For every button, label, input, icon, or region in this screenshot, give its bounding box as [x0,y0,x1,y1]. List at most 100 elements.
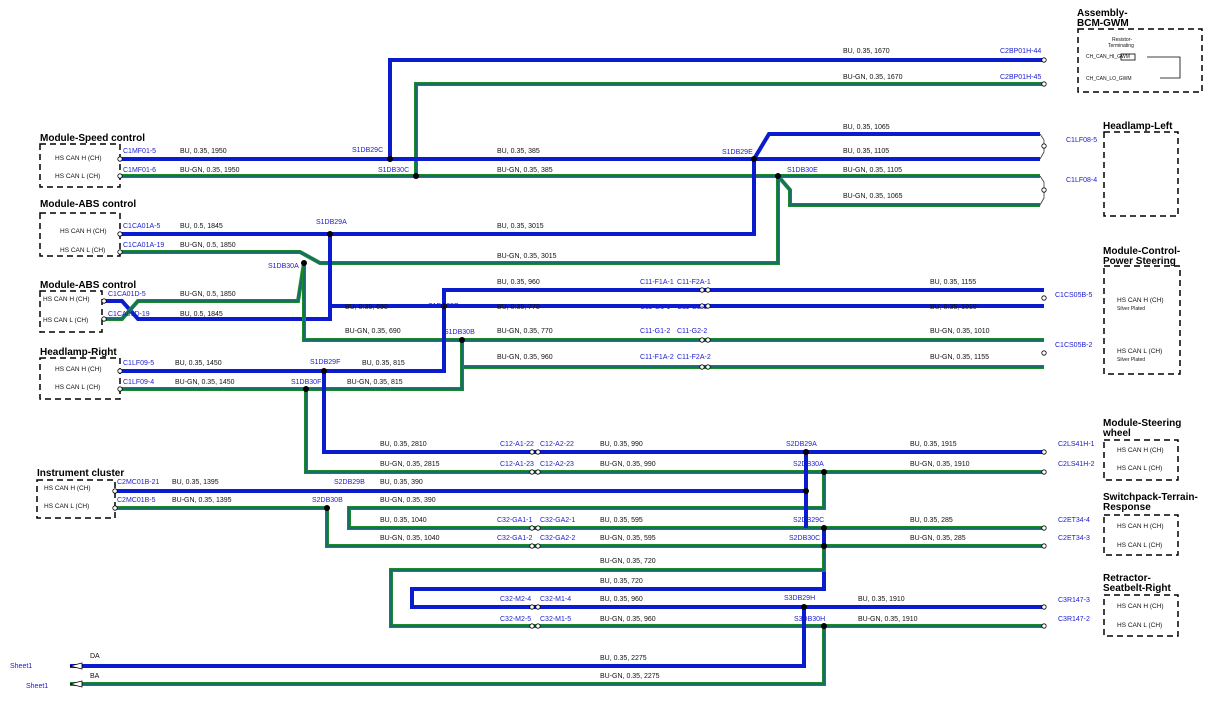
wire-label: BU, 0.35, 1915 [910,441,957,448]
connector-label: C1LF08-5 [1066,137,1097,144]
connector-pin [529,623,535,629]
wire-label: BU, 0.35, 1910 [858,596,905,603]
wire-label: BU, 0.35, 285 [910,517,953,524]
connector-pin [117,156,123,162]
wire-label: BU-GN, 0.35, 1395 [172,497,232,504]
splice-label: S1DB30E [787,167,818,174]
pin-label: HS CAN L (CH) [43,317,88,324]
splice-label: S1DB30F [291,379,321,386]
splice-node [803,488,809,494]
pin-label: HS CAN H (CH) [44,485,91,492]
wire-label: BU-GN, 0.35, 285 [910,535,966,542]
wire-bu [120,58,1044,161]
pin-label: HS CAN L (CH) [1117,465,1162,472]
connector-pin [529,469,535,475]
connector-label: C1LF08-4 [1066,177,1097,184]
wire-bugn-core [120,176,779,264]
module-seatbelt-right: Retractor-Seatbelt-Right HS CAN H (CH) H… [1103,573,1179,637]
offsheet-refs: Sheet1 DA Sheet1 BA [10,653,100,690]
wire-label: BU, 0.35, 1450 [175,360,222,367]
wire-label: BU, 0.35, 960 [497,279,540,286]
connector-label: C2MC01B-5 [117,497,156,504]
pin-label: HS CAN L (CH) [60,247,105,254]
wire-label: BU-GN, 0.35, 770 [497,328,553,335]
connector-pin [699,287,705,293]
offsheet-code: DA [90,653,100,660]
connector-label: C12-A1-23 [500,461,534,468]
wire-label: BU, 0.35, 690 [345,304,388,311]
connector-label: C12-A2-23 [540,461,574,468]
wire-bugn-core [120,83,1044,177]
wire-label: BU-GN, 0.35, 960 [497,354,553,361]
resistor-label: Resistor-Terminating [1108,37,1134,49]
splice-node [327,231,333,237]
wire-label: BU, 0.35, 770 [497,304,540,311]
module-title: Headlamp-Right [40,347,117,358]
connector-pin [101,316,107,322]
labels: C1MF01-5C1MF01-6C1CA01A-5C1CA01A-19C1CA0… [101,48,1097,680]
module-title: Module-Speed control [40,133,145,144]
wire-label: BU, 0.35, 2275 [600,655,647,662]
splice-label: S1DB30B [444,329,475,336]
connector-label: C1CS05B-2 [1055,342,1092,349]
splice-label: S2DB30B [312,497,343,504]
connector-label: C2ET34-3 [1058,535,1090,542]
wire-bu [70,607,806,668]
connector-pin [101,298,107,304]
connector-pin [117,386,123,392]
wire-label: BU-GN, 0.5, 1850 [180,291,236,298]
pin-label: HS CAN H (CH) [1117,603,1164,610]
connector-label: C3R147-2 [1058,616,1090,623]
pin-label: HS CAN H (CH) [43,296,90,303]
connector-label: C11-F1A-2 [640,354,674,361]
connector-label: C2LS41H-2 [1058,461,1095,468]
wire-bugn-core [70,626,825,685]
splice-node [441,303,447,309]
splice-label: S3DB30H [794,616,825,623]
splice-node [821,469,827,475]
connector-pin [1041,525,1047,531]
wire-bugn-core [115,507,1044,547]
offsheet-code: BA [90,673,100,680]
connector-pin [705,364,711,370]
connector-pin [1041,604,1047,610]
pin-label: HS CAN H (CH) [1117,297,1164,304]
wire-label: BU-GN, 0.35, 720 [600,558,656,565]
title-line-1: Assembly- [1077,8,1128,19]
wire-label: BU-GN, 0.35, 815 [347,379,403,386]
module-title: Headlamp-Left [1103,121,1173,132]
wire-label: BU, 0.35, 385 [497,148,540,155]
connector-label: C11-G2-2 [677,328,707,335]
pin-label: HS CAN L (CH) [55,173,100,180]
pin-label: HS CAN H (CH) [55,366,102,373]
wire-bugn-core [305,389,1044,473]
splice-label: S1DB29B [428,303,459,310]
plating-label: Silver Plated [1117,306,1145,312]
splice-node [801,604,807,610]
wire-label: BU-GN, 0.35, 390 [380,497,436,504]
connector-label: C1LF09-5 [123,360,154,367]
wire-label: BU-GN, 0.35, 1950 [180,167,240,174]
wire-label: BU, 0.35, 595 [600,517,643,524]
wire-label: BU-GN, 0.35, 2815 [380,461,440,468]
connector-label: C1CA01D-19 [108,311,150,318]
wire-label: BU-GN, 0.35, 990 [600,461,656,468]
title-line-2: BCM-GWM [1077,18,1129,29]
wire-label: BU-GN, 0.35, 1010 [930,328,990,335]
connector-pin [117,249,123,255]
connector-pin [699,364,705,370]
wire-bugn [416,174,1040,207]
connector-pin [117,173,123,179]
splice-node [803,449,809,455]
connector-pin [1041,623,1047,629]
splice-label: S1DB29A [316,219,347,226]
wire-label: BU-GN, 0.35, 1040 [380,535,440,542]
connector-label: C32-M1-5 [540,616,571,623]
wire-bu [120,306,446,373]
wire-label: BU, 0.35, 1040 [380,517,427,524]
wire-label: BU-GN, 0.35, 960 [600,616,656,623]
pin-label: HS CAN H (CH) [1117,447,1164,454]
connector-pin [112,505,118,511]
connector-label: C32-GA1-2 [497,535,533,542]
